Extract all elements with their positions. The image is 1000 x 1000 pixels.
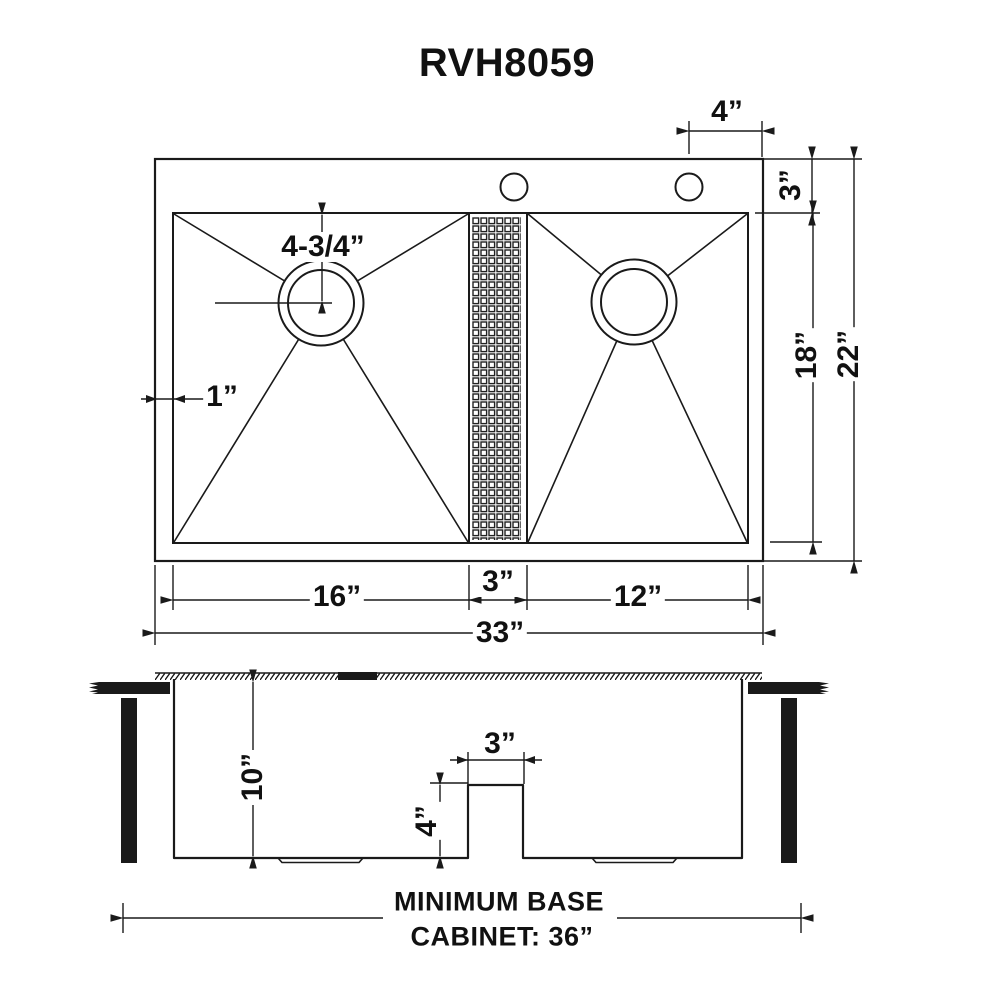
dim-overall-width-label: 33” <box>472 618 528 648</box>
sink-bowls-edge <box>172 212 749 544</box>
left-cabinet-wall <box>121 698 137 863</box>
right-drain-bump <box>591 857 678 864</box>
top-view <box>141 121 862 645</box>
cabinet-note-line1: MINIMUM BASE <box>391 888 607 916</box>
dim-sink-depth-label: 10” <box>236 749 269 805</box>
side-view <box>89 669 829 933</box>
dim-overall-depth-label: 22” <box>832 326 865 382</box>
left-countertop-bar <box>89 682 170 694</box>
dim-divider-width-label: 3” <box>479 567 517 597</box>
dim-right-bowl-width-label: 12” <box>610 582 666 612</box>
dim-deck-depth-label: 3” <box>774 166 807 204</box>
dim-faucet-offset-label: 4” <box>708 97 746 127</box>
dim-left-bowl-width-label: 16” <box>309 582 365 612</box>
sink-outer-edge <box>153 157 765 563</box>
dim-rim-lines <box>141 395 204 403</box>
right-cabinet-wall <box>781 698 797 863</box>
faucet-hole-left <box>499 172 529 202</box>
dim-drain-offset-label: 4-3/4” <box>278 232 368 262</box>
dim-faucet-offset-lines <box>676 121 775 157</box>
faucet-hole-right <box>674 172 704 202</box>
dim-rim-label: 1” <box>203 382 241 412</box>
countertop-solid-segment <box>338 672 377 680</box>
page-title: RVH8059 <box>418 41 596 85</box>
cabinet-note-line2: CABINET: 36” <box>407 923 597 951</box>
divider-edges <box>468 213 528 543</box>
dim-divider-top-lines <box>450 752 542 784</box>
dim-divider-top-label: 3” <box>481 729 519 759</box>
dim-divider-height-label: 4” <box>410 802 443 840</box>
left-drain-bump <box>277 857 364 864</box>
divider-grid-texture <box>472 217 521 540</box>
right-drain-inner <box>600 268 668 336</box>
dim-bowl-depth-label: 18” <box>790 327 823 383</box>
dim-cabinet-lines <box>110 903 814 933</box>
countertop-hatch <box>155 673 762 680</box>
right-countertop-bar <box>748 682 829 694</box>
sink-section-outline <box>172 679 744 860</box>
